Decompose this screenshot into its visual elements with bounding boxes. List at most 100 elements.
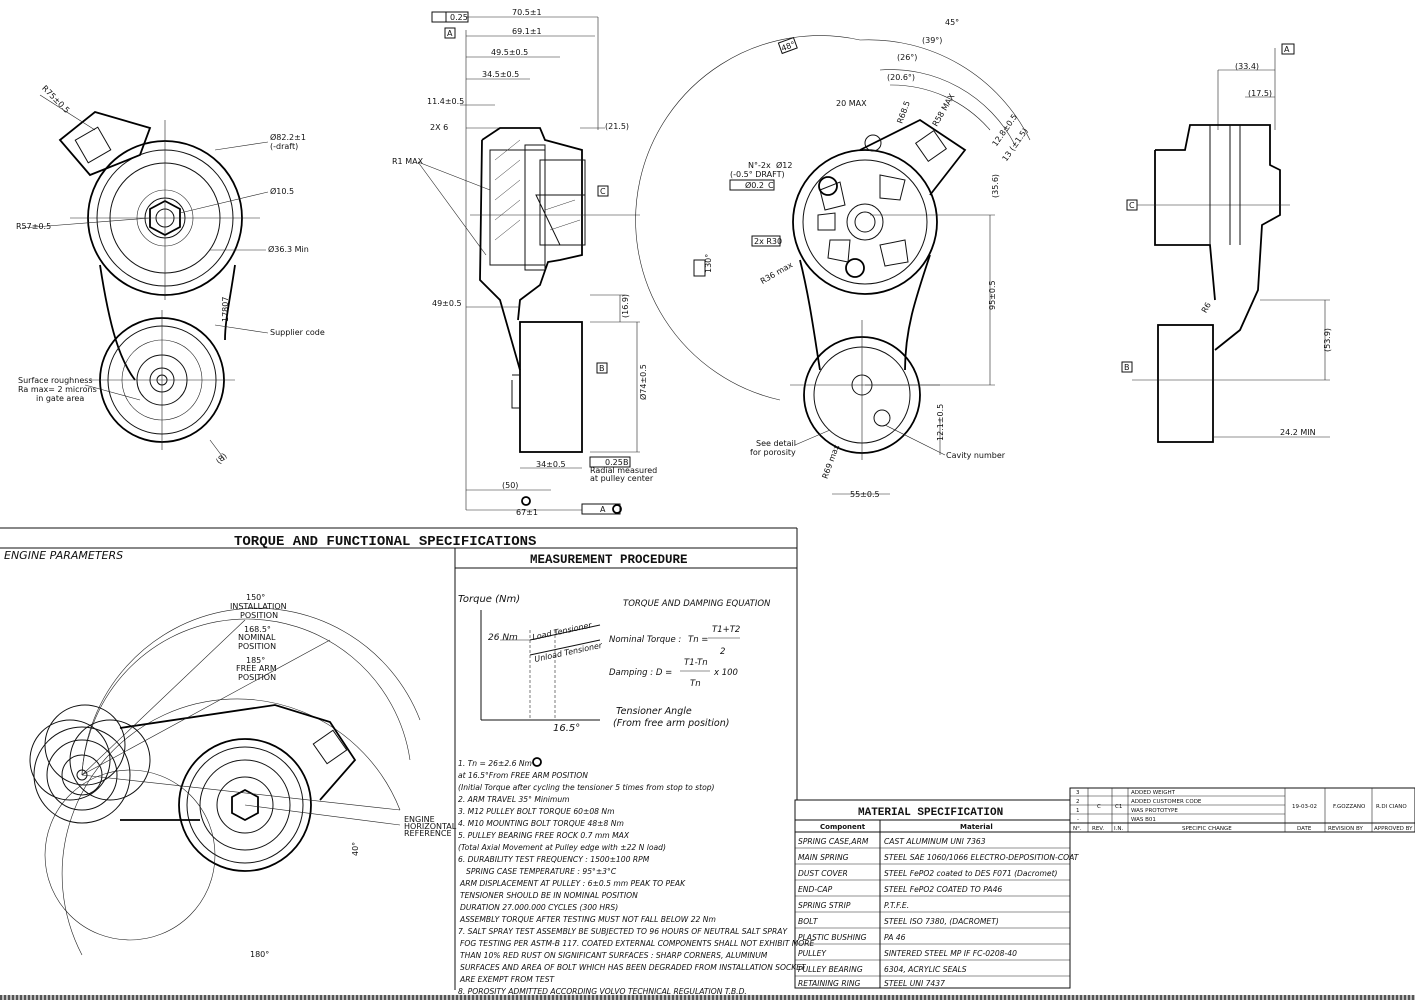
hole-dia: Ø12 [776, 160, 792, 170]
col-material: Material [960, 823, 993, 831]
free-deg: 185° [246, 656, 265, 665]
material-cell: SINTERED STEEL MP IF FC-0208-40 [884, 949, 1017, 958]
component-cell: PLASTIC BUSHING [798, 933, 867, 942]
tn-denominator: Tn [690, 679, 701, 689]
hdr-date: DATE [1297, 826, 1312, 832]
gate-area-label: in gate area [36, 394, 84, 403]
tn-symbol: Tn = [688, 635, 708, 645]
dim-21-5: (21.5) [605, 122, 629, 131]
free-arm-label: (From free arm position) [613, 718, 729, 729]
dim-17-5: (17.5) [1248, 89, 1272, 98]
rev-date: 19-03-02 [1292, 804, 1317, 810]
engine-ref-2: HORIZONTAL [404, 822, 457, 831]
dim-r6: R6 [1200, 301, 1213, 315]
revision-table: 3 ADDED WEIGHT 2 C C1 ADDED CUSTOMER COD… [1069, 787, 1415, 833]
rev-change: ADDED CUSTOMER CODE [1131, 799, 1202, 805]
angle-39: (39°) [922, 36, 942, 45]
housing-section [479, 127, 583, 371]
front-ear [859, 118, 967, 196]
note-line: 1. Tn = 26±2.6 Nm [458, 759, 532, 768]
dim-11-4: 11.4±0.5 [427, 97, 464, 106]
measurement-procedure: MEASUREMENT PROCEDURE Torque (Nm) TORQUE… [458, 553, 771, 734]
flatness-tol: 0.25 [450, 13, 468, 22]
surface-roughness-label: Surface roughness [18, 376, 93, 385]
notes-block: 1. Tn = 26±2.6 Nm at 16.5°From FREE ARM … [458, 757, 815, 996]
rev-in: C1 [1115, 804, 1122, 810]
dim-r36: R36 max [759, 260, 795, 286]
material-cell: STEEL SAE 1060/1066 ELECTRO-DEPOSITION-C… [884, 853, 1080, 862]
approved-by: R.DI CIANO [1376, 804, 1407, 810]
material-cell: STEEL FePO2 coated to DES F071 (Dacromet… [884, 869, 1058, 878]
hdr-rev-by: REVISION BY [1328, 826, 1363, 832]
dim-35-6: (35.6) [991, 174, 1000, 198]
hdr-rev: REV. [1092, 826, 1104, 832]
install-label: INSTALLATION [230, 602, 287, 611]
note-line: DURATION 27.000.000 CYCLES (300 HRS) [460, 903, 618, 912]
parallel-datum: A [600, 505, 606, 514]
dim-24-2: 24.2 MIN [1280, 428, 1316, 437]
dim-r68: R68.5 [895, 100, 911, 125]
note-line: SPRING CASE TEMPERATURE : 95°±3°C [466, 867, 617, 876]
damping-label: Damping : D = [609, 668, 672, 678]
rev-no: 2 [1076, 799, 1080, 805]
equation-title: TORQUE AND DAMPING EQUATION [623, 599, 771, 609]
note-line: ASSEMBLY TORQUE AFTER TESTING MUST NOT F… [459, 915, 716, 924]
angle-26: (26°) [897, 53, 917, 62]
angle-20-6: (20.6°) [887, 73, 915, 82]
material-cell: STEEL FePO2 COATED TO PA46 [884, 885, 1002, 894]
tensioner-angle: Tensioner Angle [616, 706, 692, 717]
install-pos: POSITION [240, 611, 278, 620]
dim-33-4: (33.4) [1235, 62, 1259, 71]
part-code: 17807 [221, 297, 230, 322]
dim-69: 69.1±1 [512, 27, 542, 36]
angle-180: 180° [250, 950, 269, 959]
material-table: MATERIAL SPECIFICATION Component Materia… [794, 799, 1080, 989]
dim-r69: R69 max [821, 443, 842, 480]
note-line: TENSIONER SHOULD BE IN NOMINAL POSITION [460, 891, 638, 900]
unload-tensioner: Unload Tensioner [534, 641, 604, 664]
hole-draft: (-0.5° DRAFT) [730, 170, 785, 179]
dim-r1: R1 MAX [392, 157, 424, 166]
rev-change: WAS PROTOTYPE [1131, 808, 1178, 814]
note-line: SURFACES AND AREA OF BOLT WHICH HAS BEEN… [460, 963, 807, 972]
engine-ref-3: REFERENCE [404, 829, 452, 838]
datum-a-right: A [1284, 45, 1290, 54]
ra-max-label: Ra max= 2 microns [18, 385, 97, 394]
note-line: ARM DISPLACEMENT AT PULLEY : 6±0.5 mm PE… [459, 879, 686, 888]
dim-34-5: 34.5±0.5 [482, 70, 519, 79]
note-line: 8. POROSITY ADMITTED ACCORDING VOLVO TEC… [458, 987, 747, 996]
component-cell: END-CAP [798, 885, 833, 894]
note-line: (Initial Torque after cycling the tensio… [458, 783, 715, 792]
front-view: 45° (39°) (26°) (20.6°) 48° 20 MAX R68.5… [635, 18, 1031, 499]
datum-b-right: B [1124, 363, 1130, 372]
diagram-spring-case [178, 738, 312, 872]
datum-c-front: C [768, 181, 774, 190]
angle-130: 130° [704, 254, 713, 273]
t1tn: T1-Tn [684, 658, 708, 668]
material-cell: STEEL UNI 7437 [884, 979, 945, 988]
note-line: 5. PULLEY BEARING FREE ROCK 0.7 mm MAX [458, 831, 630, 840]
runout-tol: 0.25 [605, 458, 623, 467]
runout-datum: B [623, 458, 629, 467]
material-cell: 6304, ACRYLIC SEALS [884, 965, 967, 974]
swing-arc [635, 35, 861, 401]
angle-45: 45° [945, 18, 959, 27]
t1t2: T1+T2 [712, 625, 740, 635]
component-cell: SPRING CASE,ARM [798, 837, 869, 846]
supplier-code-label: Supplier code [270, 328, 325, 337]
free-pos: POSITION [238, 673, 276, 682]
dim-49: 49±0.5 [432, 299, 462, 308]
component-cell: BOLT [798, 917, 819, 926]
engine-ref-1: ENGINE [404, 815, 435, 824]
front-spring-case [792, 149, 938, 295]
anchor-tab [58, 111, 152, 177]
material-cell: P.T.F.E. [884, 901, 909, 910]
divisor-2: 2 [720, 647, 725, 657]
dim-2xr30: 2x R30 [754, 237, 782, 246]
engine-params-label: ENGINE PARAMETERS [4, 549, 123, 562]
rev-change: ADDED WEIGHT [1131, 790, 1176, 796]
torque-axis-label: Torque (Nm) [458, 594, 520, 605]
right-housing [1154, 124, 1281, 351]
hdr-in: I.N. [1114, 826, 1123, 832]
